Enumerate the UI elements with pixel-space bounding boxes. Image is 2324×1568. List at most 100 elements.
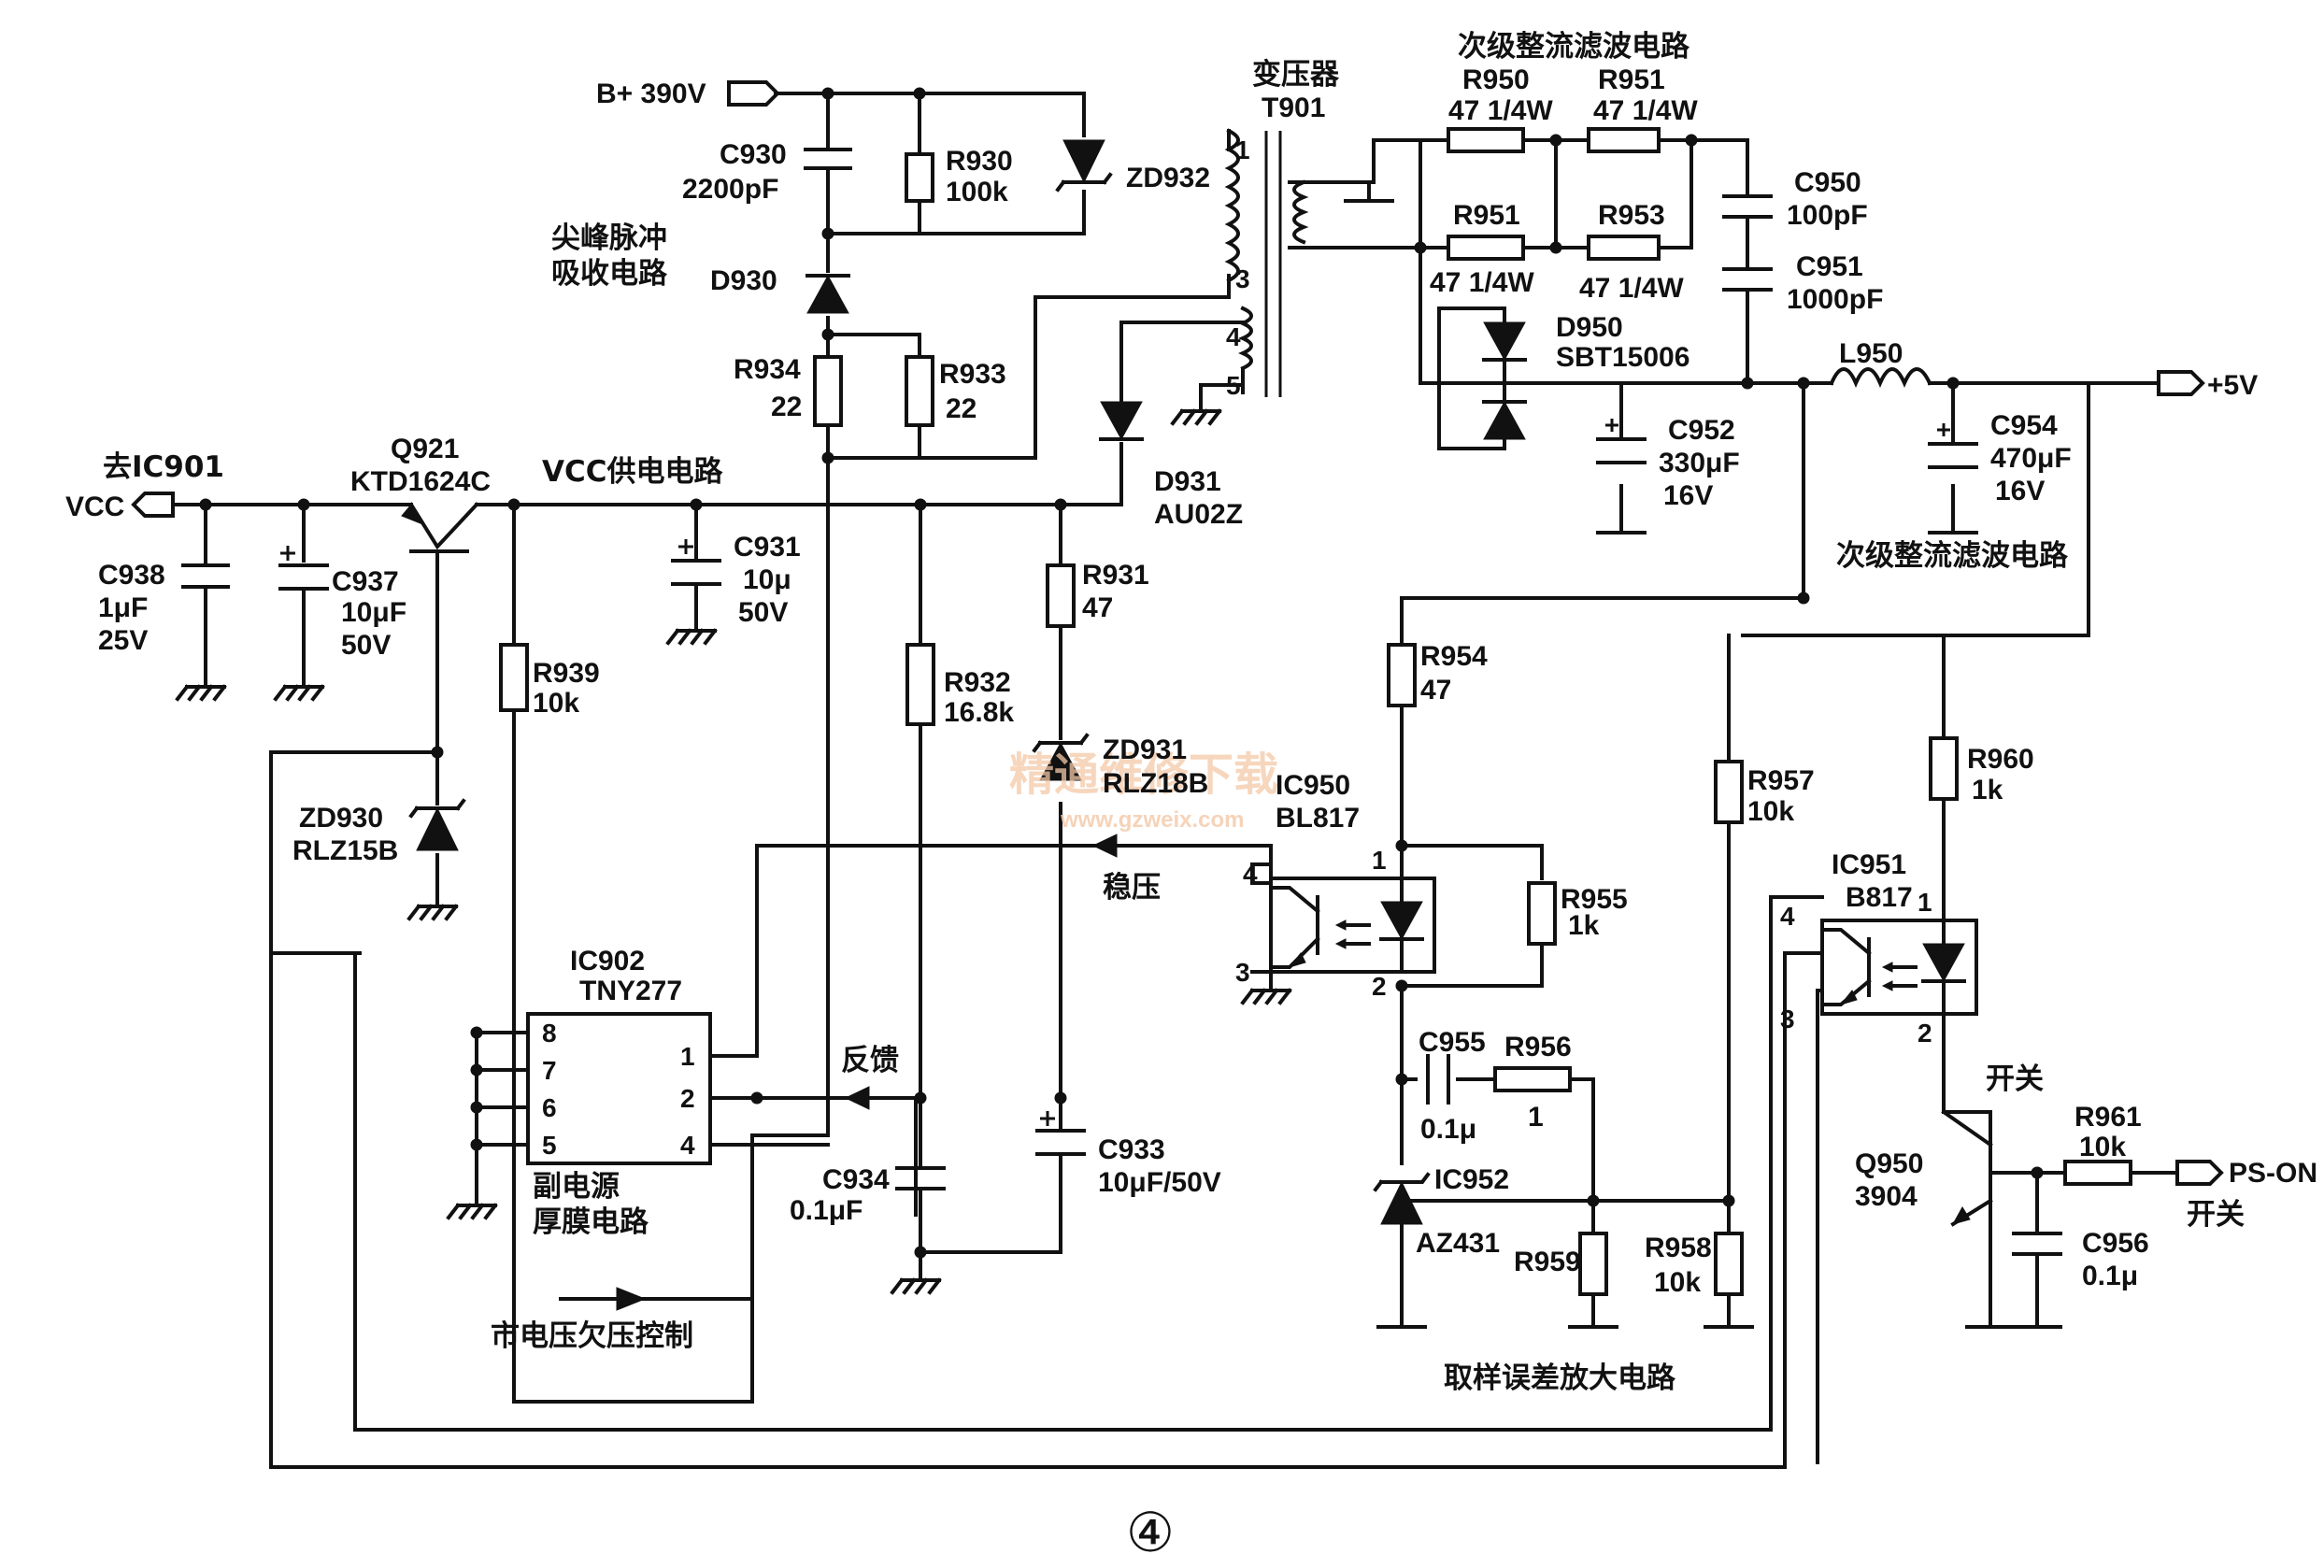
label-bplus: B+ 390V — [596, 78, 706, 109]
label-p5: 5 — [1226, 371, 1241, 400]
d931-diode — [1099, 401, 1144, 441]
ic902-pin8: 8 — [542, 1019, 557, 1048]
label-r960v: 1k — [1972, 775, 2003, 805]
label-d931v: AU02Z — [1154, 499, 1243, 530]
label-r933v: 22 — [946, 393, 977, 424]
label-c937v2: 50V — [341, 630, 391, 661]
label-c931v1: 10μ — [743, 564, 791, 595]
label-c930v: 2200pF — [682, 174, 778, 205]
label-c952: C952 — [1668, 415, 1735, 446]
label-c938v1: 1μF — [98, 592, 148, 623]
label-r953: R953 — [1598, 200, 1665, 231]
ic951-optocoupler — [1820, 919, 1978, 1016]
r958-resistor — [1714, 1232, 1744, 1296]
label-zd931: ZD931 — [1103, 734, 1187, 765]
d930-diode — [806, 274, 850, 314]
r955-resistor — [1527, 881, 1557, 946]
watermark-url: www.gzweix.com — [1060, 807, 1245, 833]
label-zd930v: RLZ15B — [292, 835, 398, 866]
label-c950: C950 — [1794, 167, 1861, 198]
wires — [171, 92, 2179, 1469]
label-sec-mid: 次级整流滤波电路 — [1836, 539, 2069, 573]
label-r930v: 100k — [946, 177, 1008, 207]
label-mains-uv: 市电压欠压控制 — [491, 1319, 693, 1353]
label-r961: R961 — [2074, 1102, 2142, 1133]
label-d950: D950 — [1556, 312, 1623, 343]
ic902-chip — [526, 1012, 712, 1165]
r930-resistor — [905, 152, 934, 203]
r959-resistor — [1578, 1232, 1608, 1296]
ic902-pin2: 2 — [680, 1084, 695, 1113]
label-r958v: 10k — [1654, 1267, 1701, 1298]
label-r959: R959 — [1514, 1247, 1581, 1277]
ic950-pin3: 3 — [1235, 958, 1250, 987]
c950-capacitor — [1722, 194, 1773, 219]
label-l950: L950 — [1839, 338, 1903, 369]
ic902-pin6: 6 — [542, 1093, 557, 1122]
label-c938v2: 25V — [98, 625, 148, 656]
label-plus5v: +5V — [2207, 370, 2258, 401]
label-r954v: 47 — [1420, 675, 1451, 706]
label-r934v: 22 — [771, 392, 802, 422]
label-r934: R934 — [734, 354, 801, 385]
label-r954: R954 — [1420, 641, 1488, 672]
label-c954v1: 470μF — [1990, 443, 2072, 474]
stab-arrow — [1091, 834, 1118, 858]
c956-capacitor — [2012, 1232, 2062, 1277]
bplus-connector — [727, 80, 780, 107]
label-ic951: IC951 — [1832, 849, 1906, 880]
ic950-pin2: 2 — [1372, 972, 1387, 1001]
label-t901: T901 — [1262, 93, 1325, 123]
ic951-pin3: 3 — [1780, 1005, 1795, 1033]
label-r933: R933 — [939, 359, 1006, 390]
r961-resistor — [2063, 1160, 2132, 1186]
label-ic950v: BL817 — [1276, 803, 1360, 834]
c937-capacitor — [278, 546, 329, 619]
label-p1: 1 — [1235, 135, 1250, 164]
label-c955v: 0.1μ — [1420, 1114, 1476, 1145]
label-q950v: 3904 — [1855, 1181, 1918, 1212]
ic902-pin4: 4 — [680, 1131, 695, 1160]
label-switch1: 开关 — [1986, 1062, 2044, 1096]
mains-arrow — [616, 1287, 647, 1311]
r951-resistor-bottom — [1447, 235, 1525, 261]
ic950-pin1: 1 — [1372, 846, 1387, 875]
ic950-optocoupler — [1250, 862, 1436, 992]
ic902-pin1: 1 — [680, 1042, 695, 1071]
label-r953v: 47 1/4W — [1579, 273, 1684, 304]
feedback-arrow — [844, 1086, 870, 1110]
label-figure-no: ④ — [1126, 1501, 1175, 1564]
r957-resistor — [1714, 760, 1744, 824]
pson-connector — [2175, 1160, 2224, 1186]
label-ic902: IC902 — [570, 946, 645, 976]
label-zd931v: RLZ18B — [1103, 768, 1208, 799]
label-c937: C937 — [332, 566, 399, 597]
label-spike1: 尖峰脉冲 — [551, 221, 667, 255]
label-c931: C931 — [734, 532, 801, 563]
label-r951b: R951 — [1453, 200, 1520, 231]
label-c951v: 1000pF — [1787, 284, 1883, 315]
label-r958: R958 — [1645, 1233, 1712, 1263]
label-to-ic901: 去IC901 — [103, 450, 224, 484]
label-c933v: 10μF/50V — [1098, 1167, 1221, 1198]
label-c952v1: 330μF — [1659, 448, 1740, 478]
zd931-zener-diode — [1032, 733, 1090, 781]
label-c951: C951 — [1796, 251, 1863, 282]
r956-resistor — [1493, 1066, 1572, 1092]
r931-resistor — [1046, 563, 1076, 628]
label-r930: R930 — [946, 146, 1013, 177]
r934-resistor — [813, 355, 843, 427]
label-zd932: ZD932 — [1126, 163, 1210, 193]
label-c934v: 0.1μF — [790, 1195, 863, 1226]
l950-inductor — [1829, 367, 1932, 389]
ic902-pin5: 5 — [542, 1131, 557, 1160]
c930-capacitor — [804, 148, 852, 193]
label-r939v: 10k — [533, 688, 579, 719]
label-r957v: 10k — [1747, 796, 1794, 827]
vcc-connector — [131, 492, 175, 518]
label-r932: R932 — [944, 667, 1011, 698]
label-q950: Q950 — [1855, 1148, 1923, 1179]
label-ic950: IC950 — [1276, 770, 1350, 801]
